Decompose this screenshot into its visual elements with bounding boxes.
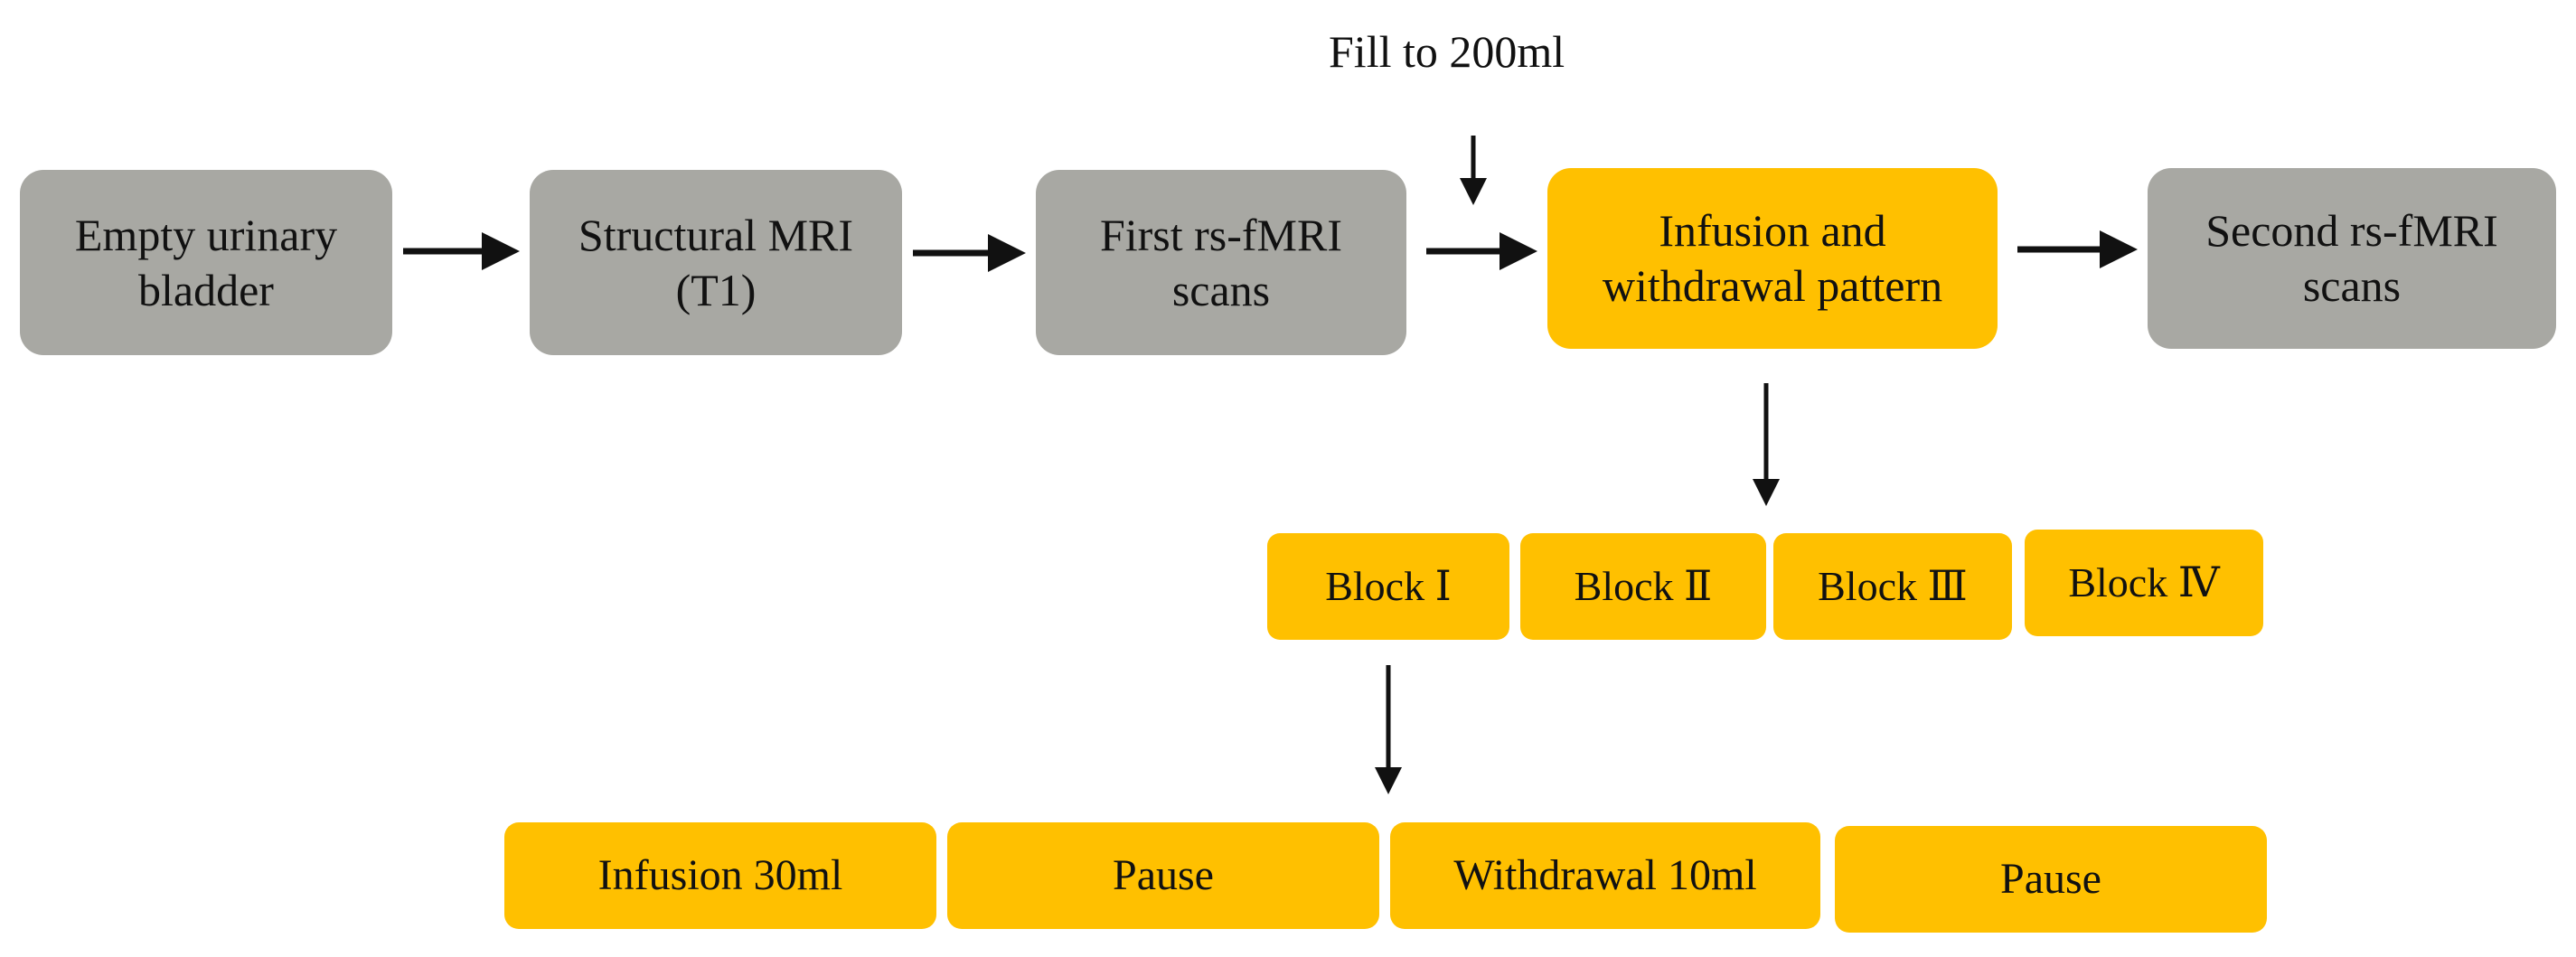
step-infusion-withdrawal: Infusion and withdrawal pattern <box>1547 168 1998 349</box>
step-empty-bladder-line2: bladder <box>138 264 274 315</box>
phase-pause-2: Pause <box>1835 826 2267 933</box>
step-first-rsfmri-line2: scans <box>1171 264 1271 315</box>
block-3: Block Ⅲ <box>1773 533 2012 640</box>
step-first-rsfmri-line1: First rs-fMRI <box>1099 209 1343 260</box>
phase-infusion: Infusion 30ml <box>504 822 936 929</box>
step-second-rsfmri: Second rs-fMRI scans <box>2148 168 2556 349</box>
step-first-rsfmri: First rs-fMRI scans <box>1036 170 1406 355</box>
block-2: Block Ⅱ <box>1520 533 1766 640</box>
step-empty-bladder: Empty urinary bladder <box>20 170 392 355</box>
step-infusion-withdrawal-line2: withdrawal pattern <box>1602 260 1943 311</box>
step-second-rsfmri-line2: scans <box>2302 260 2402 311</box>
step-structural-mri-line2: (T1) <box>675 264 757 315</box>
block-4: Block Ⅳ <box>2025 530 2263 636</box>
phase-pause-1: Pause <box>947 822 1379 929</box>
step-empty-bladder-line1: Empty urinary <box>74 209 338 260</box>
step-structural-mri-line1: Structural MRI <box>578 209 854 260</box>
step-infusion-withdrawal-line1: Infusion and <box>1659 205 1886 256</box>
block-1: Block Ⅰ <box>1267 533 1509 640</box>
phase-withdrawal: Withdrawal 10ml <box>1390 822 1820 929</box>
fill-label: Fill to 200ml <box>1329 26 1565 77</box>
step-structural-mri: Structural MRI (T1) <box>530 170 902 355</box>
step-second-rsfmri-line1: Second rs-fMRI <box>2205 205 2498 256</box>
